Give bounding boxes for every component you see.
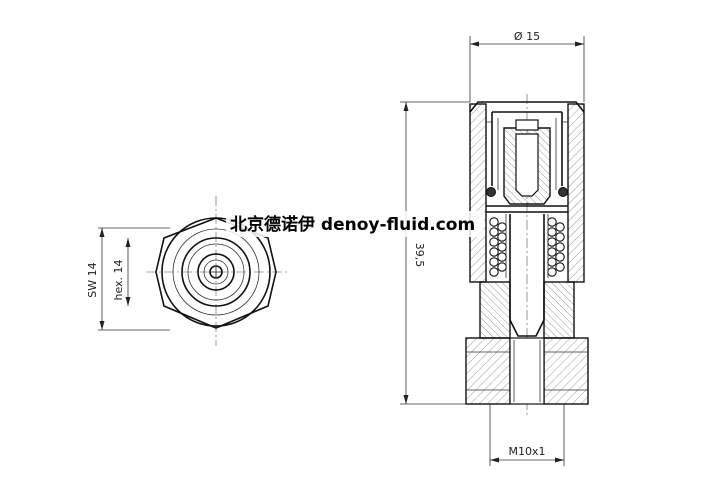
spring-coil	[497, 252, 507, 262]
diameter-label: Ø 15	[514, 30, 540, 43]
spring-coil	[547, 257, 557, 267]
inner-sleeve-step	[486, 118, 568, 190]
watermark-backdrop	[226, 211, 484, 237]
outer-body-circle	[161, 217, 271, 327]
ring-circle-4	[197, 253, 235, 291]
spring-coil	[489, 237, 499, 247]
spring-coil	[547, 217, 557, 227]
spring-left	[489, 217, 507, 277]
thread-label: M10x1	[509, 445, 546, 458]
thread-arrow-right	[555, 457, 564, 463]
pin-circle	[209, 265, 223, 279]
ring-circle-2	[181, 237, 251, 307]
spring-coil	[489, 217, 499, 227]
hex-arrow-top	[125, 238, 131, 247]
thread-arrow-left	[490, 457, 499, 463]
spring-coil	[555, 252, 565, 262]
housing-wall-left-upper	[469, 103, 487, 283]
spring-coil	[555, 242, 565, 252]
length-label: 39,5	[413, 243, 426, 268]
ring-circle-3	[187, 243, 245, 301]
spring-coil	[547, 247, 557, 257]
spring-coil	[497, 232, 507, 242]
diameter-arrow-right	[575, 41, 584, 47]
lower-body-right	[543, 337, 589, 405]
length-arrow-bottom	[403, 395, 409, 404]
diameter-arrow-left	[470, 41, 479, 47]
spring-coil	[489, 257, 499, 267]
spring-coil	[489, 267, 499, 277]
spring-right	[547, 217, 565, 277]
spring-coil	[497, 262, 507, 272]
spring-coil	[489, 247, 499, 257]
spring-coil	[555, 232, 565, 242]
valve-bore	[515, 133, 539, 197]
spring-coil	[489, 227, 499, 237]
hex-dimension-label: hex. 14	[112, 259, 125, 300]
spring-coil	[547, 237, 557, 247]
seat-ring	[486, 205, 568, 213]
thread-bore	[509, 337, 545, 405]
housing-wall-right-upper	[567, 103, 585, 283]
adapter-right	[543, 281, 575, 339]
front-view: SW 14 hex. 14	[86, 196, 288, 346]
adapter-left	[479, 281, 511, 339]
housing-top-cap	[469, 101, 585, 113]
length-arrow-top	[403, 102, 409, 111]
sw-arrow-top	[99, 228, 105, 237]
lower-body-left	[465, 337, 511, 405]
valve-stem	[509, 214, 545, 337]
sw-arrow-bottom	[99, 321, 105, 330]
spring-coil	[547, 267, 557, 277]
inner-sleeve	[491, 111, 563, 186]
ring-circle-5	[203, 259, 229, 285]
o-ring-right	[558, 187, 568, 197]
valve-top-plate	[515, 119, 539, 131]
hex-arrow-bottom	[125, 297, 131, 306]
spring-coil	[555, 222, 565, 232]
sw-dimension-label: SW 14	[86, 262, 99, 297]
spring-coil	[555, 262, 565, 272]
ring-circle-1	[172, 228, 260, 316]
hex-outline	[155, 217, 277, 329]
spring-coil	[497, 242, 507, 252]
section-view: Ø 15 39,5 M10x1	[400, 30, 589, 466]
spring-coil	[547, 227, 557, 237]
spring-coil	[497, 222, 507, 232]
watermark: 北京德诺伊 denoy-fluid.com	[230, 214, 475, 235]
o-ring-left	[486, 187, 496, 197]
